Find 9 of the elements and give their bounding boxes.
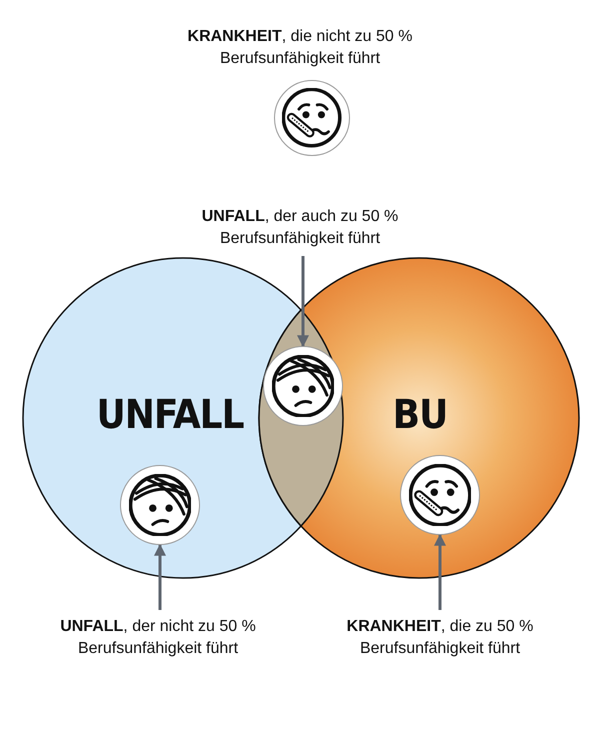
- caption-text: UNFALL, der nicht zu 50 % Berufsunfähigkeit führt: [59, 617, 257, 659]
- caption-text: UNFALL, der auch zu 50 % Berufsunfähigkeit führt: [200, 207, 400, 249]
- arrow: [434, 534, 446, 610]
- arrow: [297, 256, 309, 348]
- caption-text: KRANKHEIT, die nicht zu 50 % Berufsunfähigkeit führt: [186, 27, 414, 69]
- set-label: UNFALL: [96, 392, 244, 438]
- arrow: [154, 544, 166, 610]
- set-label: BU: [392, 392, 448, 438]
- caption-text: KRANKHEIT, die zu 50 % Berufsunfähigkeit führt: [346, 617, 534, 659]
